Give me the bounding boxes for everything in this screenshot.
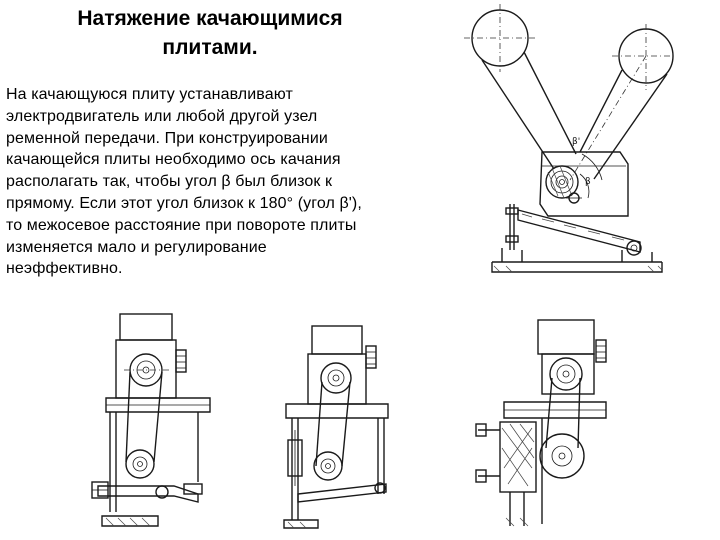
swing-plate-drawing-3 bbox=[466, 318, 616, 530]
slide-title: Натяжение качающимися плитами. bbox=[0, 4, 420, 62]
pulley-drive-diagram: β' β bbox=[462, 4, 674, 280]
body-line: качающейся плиты необходимо ось качания bbox=[6, 151, 341, 169]
body-line: неэффективно. bbox=[6, 260, 123, 278]
body-line: то межосевое расстояние при повороте пли… bbox=[6, 216, 357, 234]
title-line-2: плитами. bbox=[162, 36, 258, 59]
body-line: располагать так, чтобы угол β был близок… bbox=[6, 173, 333, 191]
beta-prime-label: β' bbox=[572, 137, 580, 147]
body-line: ременной передачи. При конструировании bbox=[6, 129, 328, 147]
body-line: прямому. Если этот угол близок к 180° (у… bbox=[6, 194, 362, 212]
swing-plate-drawing-2 bbox=[278, 324, 398, 530]
body-line: изменяется мало и регулирование bbox=[6, 238, 267, 256]
body-paragraph: На качающуюся плиту устанавливают электр… bbox=[6, 84, 416, 280]
body-line: На качающуюся плиту устанавливают bbox=[6, 86, 293, 103]
swing-plate-drawing-1 bbox=[88, 312, 238, 530]
body-line: электродвигатель или любой другой узел bbox=[6, 107, 318, 125]
title-line-1: Натяжение качающимися bbox=[77, 7, 343, 30]
beta-label: β bbox=[585, 177, 591, 187]
